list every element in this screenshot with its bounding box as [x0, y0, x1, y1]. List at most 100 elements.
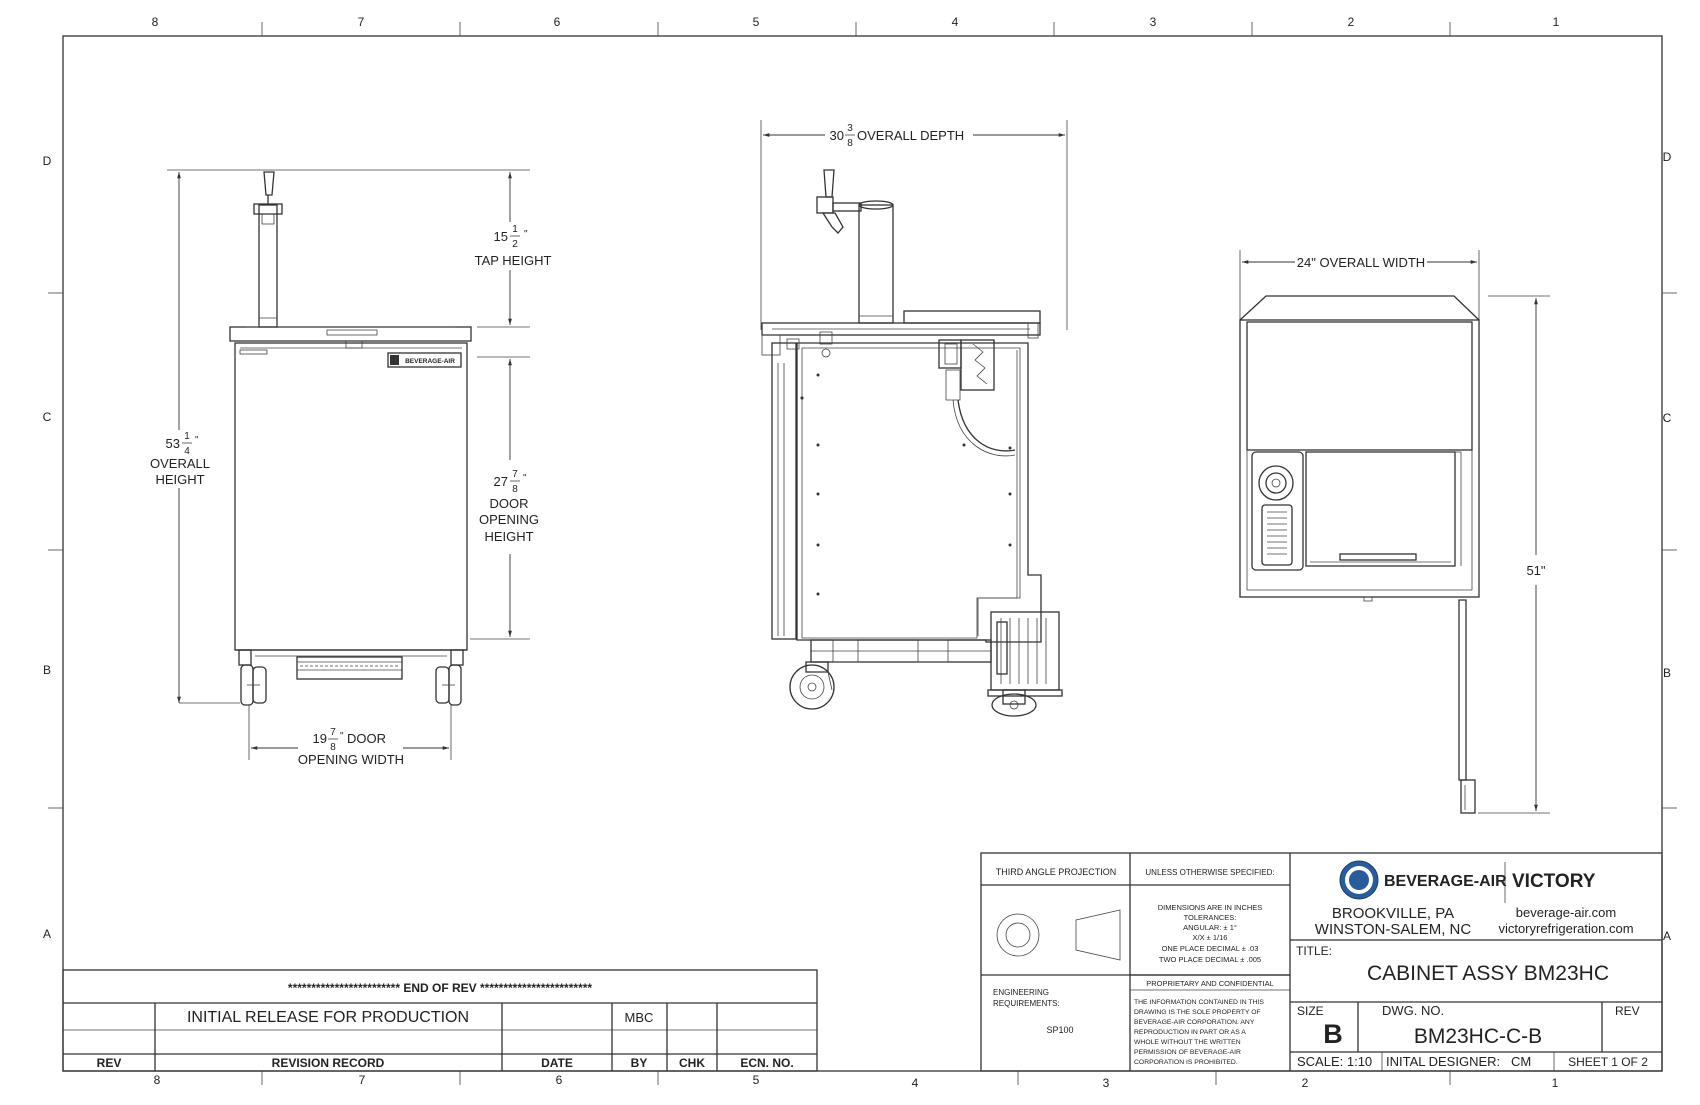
city-2: WINSTON-SALEM, NC [1315, 921, 1472, 938]
zone-top-5: 5 [753, 15, 760, 29]
end-of-rev: ************************ END OF REV ****… [288, 981, 592, 995]
zone-bottom-1: 1 [1552, 1076, 1559, 1090]
prop-line-3: BEVERAGE-AIR CORPORATION. ANY [1134, 1019, 1255, 1026]
third-angle-projection-symbol [996, 909, 1121, 961]
rev-header-rev: REV [97, 1056, 122, 1070]
tap-height-label: TAP HEIGHT [475, 253, 552, 268]
overall-height-value: 53 [166, 436, 180, 451]
door-height-label-1: DOOR [490, 496, 529, 511]
side-countertop [761, 322, 1041, 336]
depth-value: 30 [830, 128, 844, 143]
tol-line-5: ONE PLACE DECIMAL ± .03 [1162, 944, 1259, 953]
kick-grill [296, 656, 403, 680]
door-height-num: 7 [512, 469, 518, 480]
brand-beverage-air: BEVERAGE-AIR [1384, 873, 1507, 890]
prop-line-1: THE INFORMATION CONTAINED IN THIS [1134, 999, 1264, 1006]
caster-left [238, 649, 267, 706]
tol-line-4: X/X ± 1/16 [1193, 933, 1228, 942]
unless-specified: UNLESS OTHERWISE SPECIFIED: [1145, 868, 1274, 877]
zone-left-a: A [43, 927, 51, 941]
depth-label: OVERALL DEPTH [857, 128, 964, 143]
svg-text:": " [195, 435, 199, 446]
overall-width-label: 24" OVERALL WIDTH [1297, 255, 1425, 270]
brand-victory: VICTORY [1512, 871, 1596, 892]
caster-right [435, 649, 464, 706]
size-label: SIZE [1297, 1004, 1324, 1018]
zone-top-6: 6 [554, 15, 561, 29]
depth-num: 3 [847, 123, 853, 134]
brand-badge [387, 352, 462, 368]
drawing-title: CABINET ASSY BM23HC [1367, 962, 1609, 985]
svg-text:": " [524, 229, 528, 240]
side-tap-tower [858, 204, 894, 324]
city-1: BROOKVILLE, PA [1332, 905, 1454, 922]
zone-right-d: D [1663, 150, 1672, 164]
side-fastener-dots [800, 373, 1012, 596]
scale: SCALE: 1:10 [1297, 1054, 1372, 1069]
top-view-door [1458, 599, 1467, 781]
zone-top-8: 8 [152, 15, 159, 29]
tol-line-1: DIMENSIONS ARE IN INCHES [1158, 903, 1263, 912]
zone-bottom-8: 8 [154, 1073, 161, 1087]
door-width-label-1: DOOR [347, 731, 386, 746]
rev-row1-desc: INITIAL RELEASE FOR PRODUCTION [187, 1009, 469, 1026]
rev-header-ecn: ECN. NO. [740, 1056, 793, 1070]
overall-height-label-2: HEIGHT [155, 472, 204, 487]
tol-line-3: ANGULAR: ± 1° [1183, 923, 1237, 932]
tap-height-den: 2 [512, 239, 518, 250]
dwg-number: BM23HC-C-B [1414, 1025, 1542, 1048]
beverage-air-logo [1339, 860, 1379, 900]
zone-bottom-4: 4 [912, 1076, 919, 1090]
door-width-value: 19 [313, 731, 327, 746]
eng-req-value: SP100 [1046, 1025, 1073, 1035]
zone-bottom-6: 6 [556, 1073, 563, 1087]
prop-line-7: CORPORATION IS PROHIBITED. [1134, 1059, 1238, 1066]
tap-height-num: 1 [512, 224, 518, 235]
overall-height-den: 4 [184, 446, 190, 457]
door-width-label-2: OPENING WIDTH [298, 752, 404, 767]
side-door [771, 342, 797, 640]
zone-top-2: 2 [1348, 15, 1355, 29]
top-view: 24" OVERALL WIDTH 51" [1239, 250, 1550, 814]
zone-bottom-2: 2 [1302, 1076, 1309, 1090]
dwg-label: DWG. NO. [1382, 1003, 1444, 1018]
cabinet-body [234, 342, 468, 651]
proprietary-title: PROPRIETARY AND CONFIDENTIAL [1146, 979, 1274, 988]
rev-header-record: REVISION RECORD [272, 1056, 385, 1070]
depth-den: 8 [847, 138, 853, 149]
side-caster-rear [991, 689, 1037, 717]
zone-bottom-5: 5 [753, 1073, 760, 1087]
prop-line-6: PERMISSION OF BEVERAGE-AIR [1134, 1049, 1241, 1056]
zone-right-c: C [1663, 411, 1672, 425]
zone-right-b: B [1663, 666, 1671, 680]
projection-label: THIRD ANGLE PROJECTION [996, 867, 1117, 877]
side-tap-handle [823, 169, 835, 198]
side-rail [903, 310, 1041, 324]
door-height-label-3: HEIGHT [484, 529, 533, 544]
web-2: victoryrefrigeration.com [1498, 921, 1633, 936]
zone-left-b: B [43, 663, 51, 677]
eng-req-1: ENGINEERING [993, 988, 1049, 997]
zone-bottom-3: 3 [1103, 1076, 1110, 1090]
side-caster-front [789, 661, 835, 710]
door-height-value: 27 [494, 474, 508, 489]
svg-text:": " [523, 473, 527, 484]
prop-line-2: DRAWING IS THE SOLE PROPERTY OF [1134, 1009, 1261, 1016]
rev-header-date: DATE [541, 1056, 573, 1070]
zone-top-7: 7 [358, 15, 365, 29]
door-height-label-2: OPENING [479, 512, 539, 527]
top-view-tap [1251, 451, 1304, 571]
sheet-border [62, 35, 1663, 1072]
tol-line-2: TOLERANCES: [1184, 913, 1237, 922]
zone-bottom-7: 7 [359, 1073, 366, 1087]
prop-line-5: WHOLE WITHOUT THE WRITTEN [1134, 1039, 1241, 1046]
size-value: B [1323, 1019, 1343, 1049]
zone-top-3: 3 [1150, 15, 1157, 29]
side-cabinet [796, 342, 1042, 643]
zone-left-c: C [43, 410, 52, 424]
badge-text: BEVERAGE-AIR [405, 358, 455, 365]
tol-line-6: TWO PLACE DECIMAL ± .005 [1159, 955, 1261, 964]
web-1: beverage-air.com [1516, 905, 1616, 920]
countertop [229, 326, 472, 342]
